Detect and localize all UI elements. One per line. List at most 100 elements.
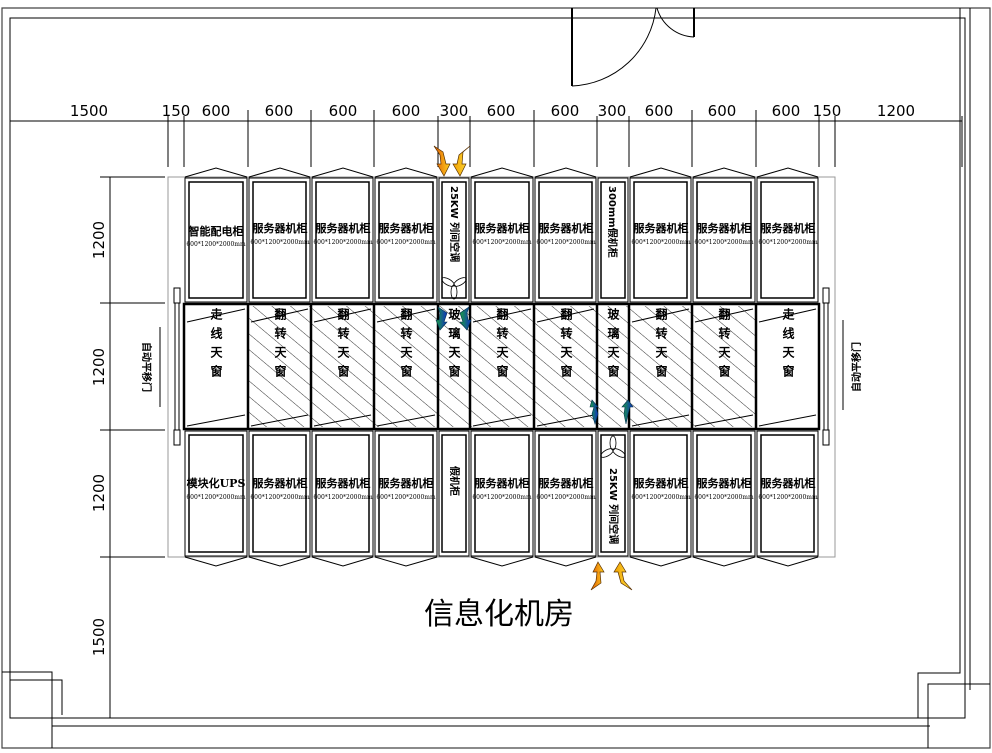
dim-label: 300 [598, 102, 627, 120]
cabinet[interactable]: 服务器机柜 600*1200*2000mm [311, 430, 374, 557]
top-cabinet-row: 智能配电柜 600*1200*2000mm 服务器机柜 600*1200*200… [184, 167, 819, 303]
cabinet[interactable]: 服务器机柜 600*1200*2000mm [311, 177, 374, 303]
svg-text:走线天窗: 走线天窗 [781, 307, 795, 384]
dim-label: 600 [772, 102, 801, 120]
dim-label: 600 [708, 102, 737, 120]
hot-air-arrow-icon [590, 561, 633, 591]
skylight[interactable]: 走线天窗 [781, 307, 795, 384]
dim-label: 150 [813, 102, 842, 120]
skylight[interactable]: 翻转天窗 [559, 307, 573, 384]
glass-skylight[interactable]: 玻璃天窗 [447, 307, 461, 384]
cabinet[interactable]: 服务器机柜 600*1200*2000mm [534, 430, 597, 557]
svg-text:服务器机柜: 服务器机柜 [253, 476, 308, 490]
blank-cabinet[interactable]: 假机柜 [438, 430, 470, 557]
svg-text:玻璃天窗: 玻璃天窗 [606, 307, 620, 384]
svg-text:600*1200*2000mm: 600*1200*2000mm [694, 494, 754, 501]
left-dimension-line: 1200 1200 1200 1500 [90, 176, 165, 718]
svg-text:600*1200*2000mm: 600*1200*2000mm [186, 241, 246, 248]
top-dimension-labels: 1500 150 600 600 600 600 300 600 600 300… [70, 102, 915, 120]
svg-text:服务器机柜: 服务器机柜 [634, 476, 689, 490]
svg-text:服务器机柜: 服务器机柜 [697, 221, 752, 235]
fan-icon [600, 435, 626, 458]
cabinet[interactable]: 服务器机柜 600*1200*2000mm [374, 430, 438, 557]
cabinet[interactable]: 服务器机柜 600*1200*2000mm [248, 430, 311, 557]
fan-icon [441, 277, 467, 300]
svg-text:服务器机柜: 服务器机柜 [634, 221, 689, 235]
svg-text:600*1200*2000mm: 600*1200*2000mm [250, 239, 310, 246]
svg-text:600*1200*2000mm: 600*1200*2000mm [631, 239, 691, 246]
dim-label: 600 [265, 102, 294, 120]
svg-text:服务器机柜: 服务器机柜 [539, 221, 594, 235]
svg-text:600*1200*2000mm: 600*1200*2000mm [758, 494, 818, 501]
dim-label: 150 [162, 102, 191, 120]
room-title: 信息化机房 [424, 597, 574, 632]
dim-label: 1500 [70, 102, 108, 120]
cabinet[interactable]: 服务器机柜 600*1200*2000mm [629, 177, 692, 303]
skylight[interactable]: 翻转天窗 [654, 307, 668, 384]
svg-text:600*1200*2000mm: 600*1200*2000mm [694, 239, 754, 246]
cabinet[interactable]: 服务器机柜 600*1200*2000mm [248, 177, 311, 303]
ups-cabinet[interactable]: 模块化UPS 600*1200*2000mm [184, 430, 248, 557]
svg-text:翻转天窗: 翻转天窗 [654, 307, 668, 384]
cabinet[interactable]: 服务器机柜 600*1200*2000mm [692, 430, 756, 557]
cabinet[interactable]: 服务器机柜 600*1200*2000mm [470, 430, 534, 557]
blank-cabinet[interactable]: 300mm假机柜 [597, 177, 629, 303]
dim-label: 600 [551, 102, 580, 120]
cabinet[interactable]: 服务器机柜 600*1200*2000mm [629, 430, 692, 557]
dim-label: 600 [202, 102, 231, 120]
svg-text:服务器机柜: 服务器机柜 [475, 221, 530, 235]
right-sliding-door[interactable]: 自动平移门 [822, 287, 863, 446]
cabinet[interactable]: 服务器机柜 600*1200*2000mm [534, 177, 597, 303]
svg-text:600*1200*2000mm: 600*1200*2000mm [758, 239, 818, 246]
cold-air-arrow-icon [435, 306, 634, 426]
svg-text:600*1200*2000mm: 600*1200*2000mm [376, 239, 436, 246]
svg-text:600*1200*2000mm: 600*1200*2000mm [472, 494, 532, 501]
skylight[interactable]: 走线天窗 [209, 307, 223, 384]
cabinet[interactable]: 智能配电柜 600*1200*2000mm [184, 177, 248, 303]
svg-text:600*1200*2000mm: 600*1200*2000mm [313, 494, 373, 501]
skylight[interactable]: 翻转天窗 [399, 307, 413, 384]
cabinet[interactable]: 服务器机柜 600*1200*2000mm [470, 177, 534, 303]
dim-label: 600 [645, 102, 674, 120]
svg-text:600*1200*2000mm: 600*1200*2000mm [313, 239, 373, 246]
svg-text:翻转天窗: 翻转天窗 [399, 307, 413, 384]
dim-label: 1200 [877, 102, 915, 120]
cabinet[interactable]: 服务器机柜 600*1200*2000mm [692, 177, 756, 303]
dim-label: 1200 [90, 221, 108, 259]
in-row-ac-unit[interactable]: 25KW 列间空调 [597, 430, 629, 557]
svg-text:服务器机柜: 服务器机柜 [761, 221, 816, 235]
cabinet[interactable]: 服务器机柜 600*1200*2000mm [756, 430, 819, 557]
skylight[interactable]: 翻转天窗 [717, 307, 731, 384]
svg-text:服务器机柜: 服务器机柜 [697, 476, 752, 490]
door-label: 自动平移门 [140, 342, 153, 392]
svg-text:服务器机柜: 服务器机柜 [316, 476, 371, 490]
walls [1, 7, 991, 749]
door-label: 自动平移门 [850, 342, 863, 392]
svg-text:走线天窗: 走线天窗 [209, 307, 223, 384]
svg-text:25KW 列间空调: 25KW 列间空调 [607, 468, 620, 544]
svg-text:服务器机柜: 服务器机柜 [761, 476, 816, 490]
cabinet[interactable]: 服务器机柜 600*1200*2000mm [756, 177, 819, 303]
svg-text:600*1200*2000mm: 600*1200*2000mm [250, 494, 310, 501]
bottom-cabinet-row: 模块化UPS 600*1200*2000mm 服务器机柜 600*1200*20… [184, 430, 819, 567]
svg-text:翻转天窗: 翻转天窗 [336, 307, 350, 384]
glass-skylight[interactable]: 玻璃天窗 [606, 307, 620, 384]
skylight[interactable]: 翻转天窗 [273, 307, 287, 384]
cabinet[interactable]: 服务器机柜 600*1200*2000mm [374, 177, 438, 303]
skylight[interactable]: 翻转天窗 [336, 307, 350, 384]
in-row-ac-unit[interactable]: 25KW 列间空调 [438, 177, 470, 303]
svg-text:玻璃天窗: 玻璃天窗 [447, 307, 461, 384]
svg-text:600*1200*2000mm: 600*1200*2000mm [376, 494, 436, 501]
skylight[interactable]: 翻转天窗 [495, 307, 509, 384]
dim-label: 1200 [90, 348, 108, 386]
svg-text:600*1200*2000mm: 600*1200*2000mm [631, 494, 691, 501]
svg-text:600*1200*2000mm: 600*1200*2000mm [536, 494, 596, 501]
svg-text:翻转天窗: 翻转天窗 [495, 307, 509, 384]
svg-text:600*1200*2000mm: 600*1200*2000mm [536, 239, 596, 246]
dim-label: 600 [329, 102, 358, 120]
svg-text:25KW 列间空调: 25KW 列间空调 [448, 186, 461, 262]
dim-label: 600 [487, 102, 516, 120]
svg-text:服务器机柜: 服务器机柜 [475, 476, 530, 490]
left-sliding-door[interactable]: 自动平移门 [140, 287, 181, 446]
